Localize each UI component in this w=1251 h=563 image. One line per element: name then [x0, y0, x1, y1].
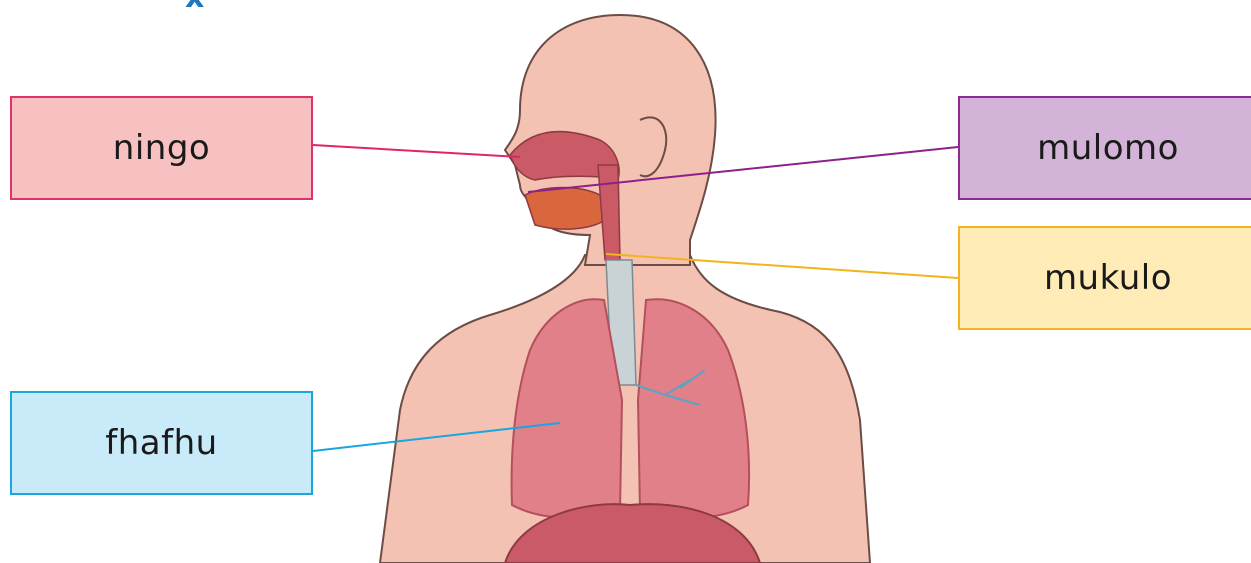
ningo-label: ningo: [113, 128, 210, 168]
mukulo-label-box: mukulo: [958, 226, 1251, 330]
ningo-leader-line: [313, 145, 520, 157]
ningo-label-box: ningo: [10, 96, 313, 200]
mulomo-label: mulomo: [1037, 128, 1179, 168]
mouth-tongue: [525, 188, 605, 230]
fhafhu-label-box: fhafhu: [10, 391, 313, 495]
mukulo-label: mukulo: [1044, 258, 1172, 298]
mulomo-label-box: mulomo: [958, 96, 1251, 200]
fhafhu-label: fhafhu: [105, 423, 217, 463]
